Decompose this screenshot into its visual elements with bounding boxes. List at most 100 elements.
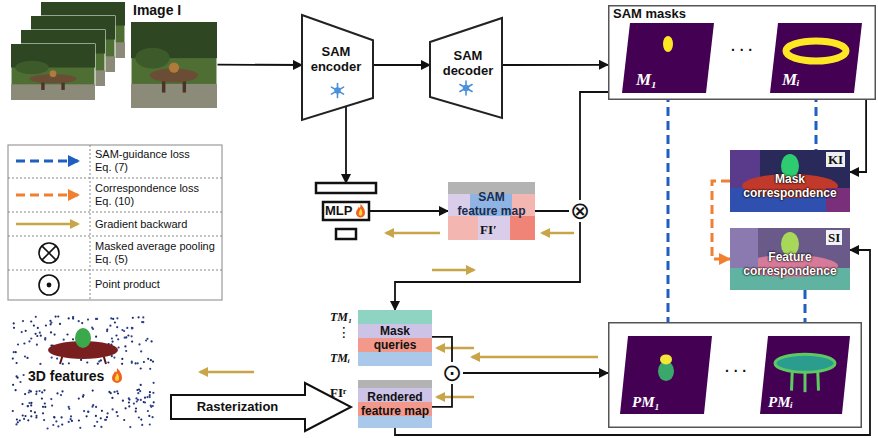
connector	[502, 64, 608, 66]
legend-frame	[8, 145, 222, 300]
flame-icon	[112, 368, 122, 383]
shape-part	[510, 216, 535, 240]
operator-symbol: ⊗	[569, 200, 591, 222]
mask-image	[760, 336, 850, 414]
trapezoid-outline	[302, 15, 373, 120]
legend-border	[8, 145, 222, 300]
illustration-label: 3D features	[28, 368, 104, 385]
mask-panel: SAM masks · · · M₁ Mᵢ	[608, 5, 876, 100]
product-operator: ⊙	[441, 362, 463, 384]
pooling-operator: ⊗	[569, 200, 591, 222]
symbol-label: SI	[826, 230, 842, 245]
legend-sample-orange-dashed	[16, 194, 78, 197]
connector	[815, 93, 818, 150]
legend-label: Gradient backward	[95, 218, 220, 231]
mask-label: Mᵢ	[782, 71, 800, 89]
shape-part	[135, 48, 169, 69]
feature-map: SAM feature mapFI′	[448, 182, 535, 240]
mlp-block: MLP	[315, 180, 377, 242]
shape-part	[11, 84, 95, 100]
shape-part	[775, 354, 835, 372]
legend-label: Point product	[95, 278, 220, 291]
legend-separator	[8, 178, 222, 179]
trapezoid-outline	[430, 18, 502, 118]
shape-part	[730, 150, 850, 212]
shape-part	[786, 41, 846, 61]
block-arrow-outline	[171, 383, 351, 431]
operator-symbol: ⊙	[441, 362, 463, 384]
snowflake-icon	[331, 84, 343, 98]
shape-part	[11, 44, 95, 100]
decoder-trapezoid: SAM decoder	[430, 18, 502, 118]
connector	[463, 372, 608, 374]
connector	[345, 106, 347, 183]
gradient-arrow	[200, 371, 254, 374]
connector	[432, 384, 452, 407]
legend-separator	[8, 270, 222, 271]
symbol-label: KI	[826, 152, 845, 167]
image-caption: Mask correspondence	[735, 172, 845, 200]
query-label: TMᵢ	[330, 351, 350, 365]
connector	[580, 92, 608, 200]
point-cloud	[12, 315, 155, 429]
mask-image	[622, 23, 714, 93]
gradient-arrow	[437, 396, 474, 399]
mask-image: M₁	[622, 23, 714, 93]
legend-separator	[8, 236, 222, 237]
node-shape	[5, 2, 217, 110]
connector	[535, 210, 569, 212]
prediction-panel: · · ·PM₁ PMᵢ	[608, 322, 862, 428]
encoder-trapezoid: SAM encoder	[302, 15, 373, 120]
legend-separator	[8, 212, 222, 213]
shape-part	[730, 228, 850, 290]
panel-title: SAM masks	[613, 7, 686, 21]
ellipsis: · · ·	[714, 43, 770, 57]
legend-sample-gold-arrow	[16, 223, 78, 226]
feature-map-label: Rendered feature map	[360, 390, 430, 418]
image-label: Image I	[133, 3, 181, 17]
shape-part	[663, 36, 673, 52]
shape-part	[131, 84, 217, 108]
shape-part	[609, 323, 862, 428]
shape-part	[730, 228, 758, 268]
photo	[11, 44, 95, 100]
connector	[667, 93, 670, 336]
gradient-arrow	[437, 347, 474, 350]
gradient-arrow	[432, 269, 474, 272]
mask-queries: TM₁⋮TMᵢMask queries	[330, 310, 432, 366]
mask-image	[620, 336, 712, 414]
shape-part	[358, 380, 432, 388]
photo	[131, 22, 217, 108]
encoder-label: SAM encoder	[306, 44, 366, 74]
connector	[373, 64, 430, 66]
predicted-mask: PM₁	[620, 336, 712, 414]
mask-label: PMᵢ	[768, 394, 793, 411]
legend-sample-odot	[39, 275, 59, 295]
shape-part	[50, 70, 57, 77]
shape-part	[448, 216, 478, 240]
shape-part	[131, 22, 217, 108]
connector	[217, 64, 302, 66]
rasterization-arrow: Rasterization	[170, 382, 352, 432]
connector	[850, 100, 866, 172]
snowflake-icon	[460, 81, 472, 95]
vertical-ellipsis: ⋮	[337, 324, 351, 340]
feature-map-label: SAM feature map	[457, 190, 526, 218]
image-caption: Feature correspondence	[735, 250, 845, 278]
shape-part	[358, 352, 432, 366]
symbol-label: FIʳ	[330, 385, 346, 400]
shape-part	[15, 61, 49, 74]
shape-part	[75, 328, 91, 348]
mask-label: M₁	[636, 71, 657, 89]
legend-sample-blue-dashed	[16, 160, 78, 163]
ellipsis: · · ·	[712, 364, 760, 378]
connector	[395, 222, 580, 310]
legend-label: Correspondence loss Eq. (10)	[95, 182, 207, 208]
query-label: TM₁	[330, 310, 352, 324]
gradient-arrow	[472, 356, 598, 359]
shape-part	[316, 183, 376, 193]
legend-label: Masked average pooling Eq. (5)	[95, 240, 220, 266]
connector	[369, 210, 448, 212]
symbol-label: FI′	[480, 222, 497, 237]
